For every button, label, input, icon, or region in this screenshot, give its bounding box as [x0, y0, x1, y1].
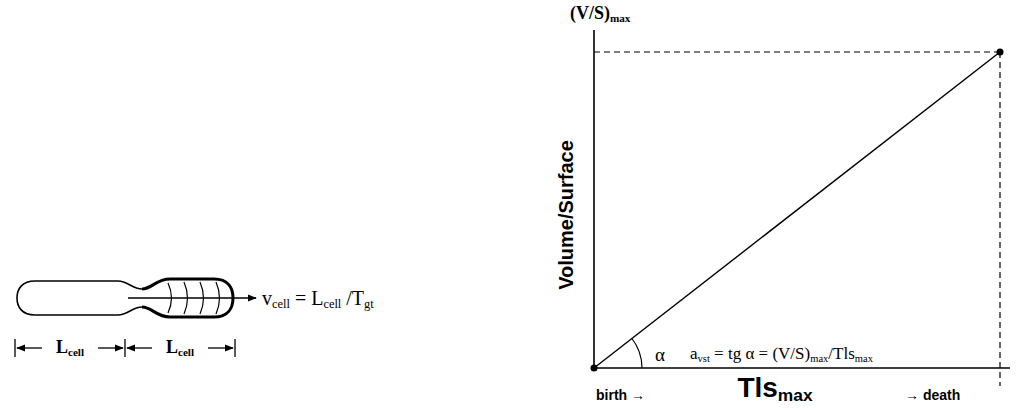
axis-max-label: (V/S)max: [570, 4, 630, 24]
chart-axes: [594, 30, 1010, 368]
dimension-label: Lcell: [166, 338, 194, 358]
origin-dot: [591, 365, 598, 372]
axis-label: Tlsmax: [737, 373, 812, 404]
axis-title: Volume/Surface: [555, 140, 577, 290]
dimension-lines: [15, 339, 235, 357]
growth-line: [594, 52, 1000, 368]
axis-tick-label: birth →: [596, 388, 645, 403]
end-dot: [997, 49, 1004, 56]
slope-formula: avst = tg α = (V/S)max/Tlsmax: [690, 345, 873, 364]
velocity-formula: vcell = Lcell /Tgt: [262, 287, 374, 309]
velocity-arrow: [128, 297, 256, 298]
angle-symbol: α: [655, 345, 665, 366]
dimension-label: Lcell: [56, 338, 84, 358]
angle-arc: [632, 339, 642, 369]
guide-lines: [594, 52, 1000, 386]
axis-tick-label: → death: [905, 388, 960, 403]
